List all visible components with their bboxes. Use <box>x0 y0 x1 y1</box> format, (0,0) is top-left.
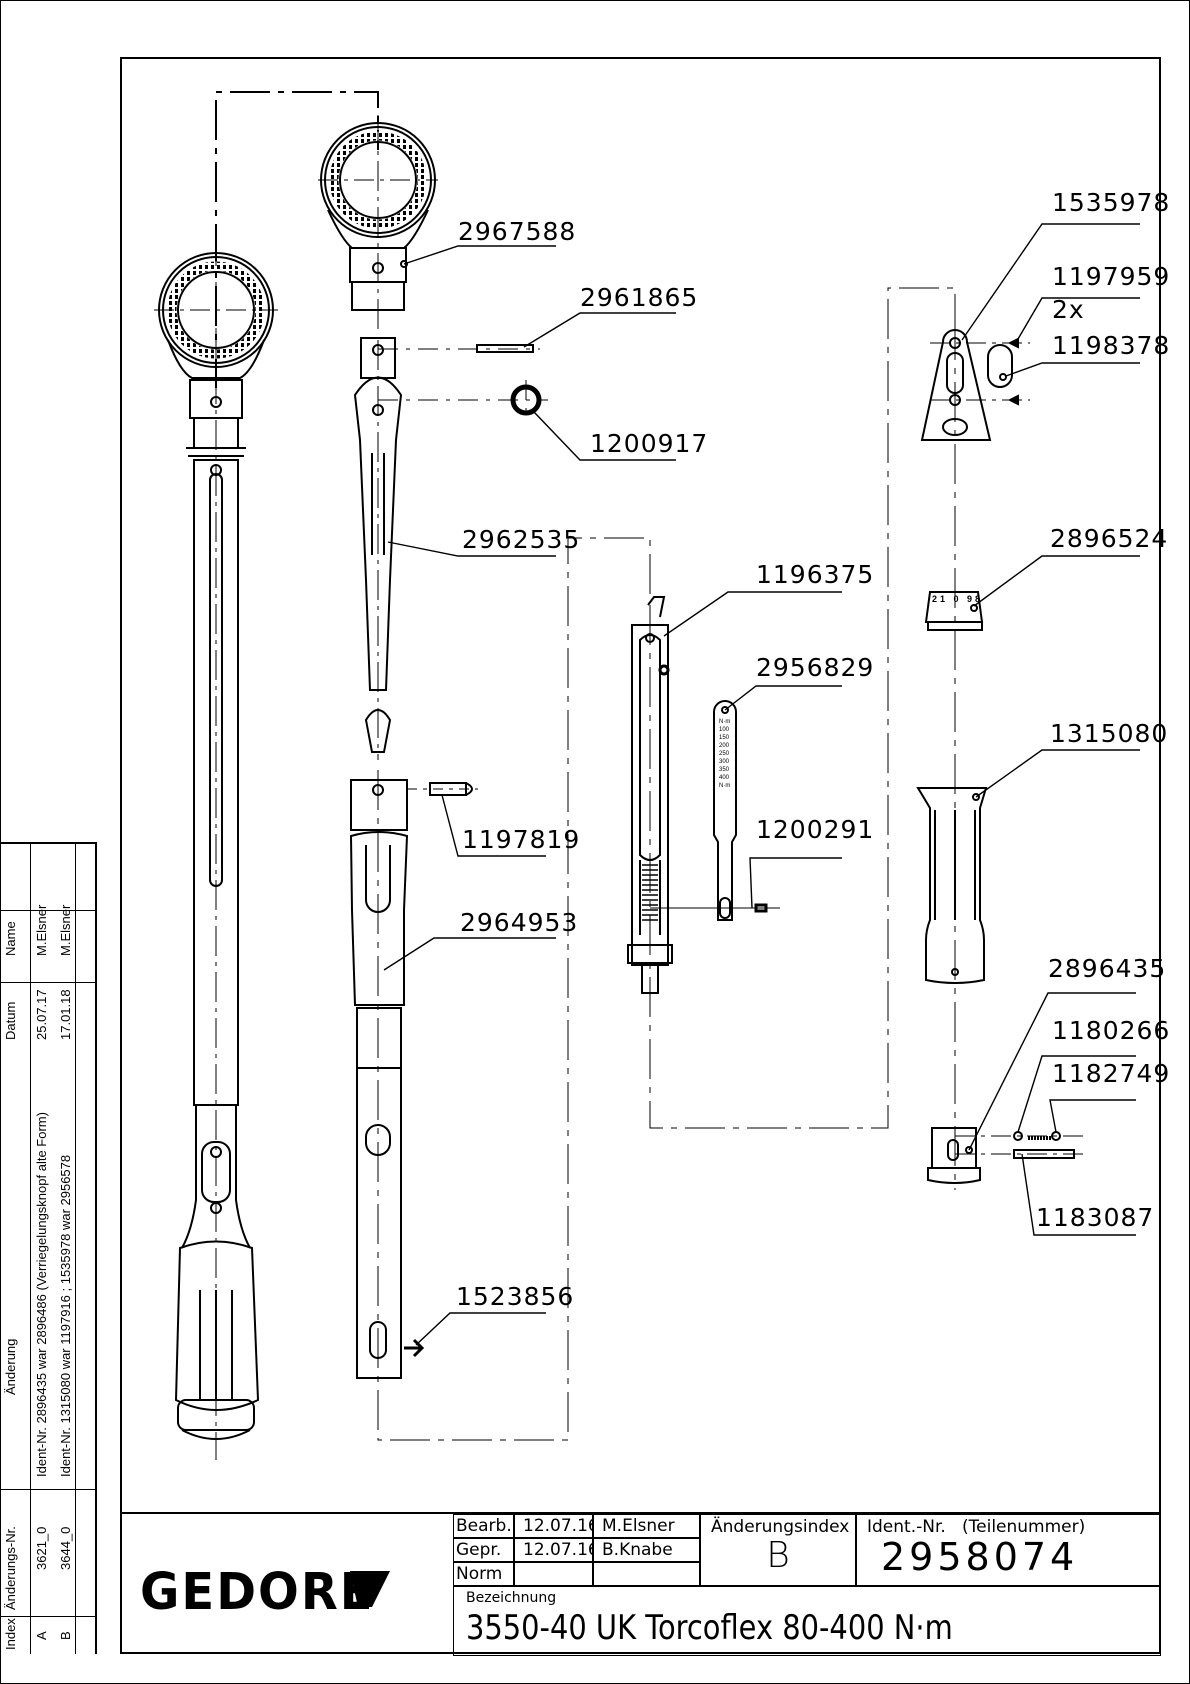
revision-divider <box>0 1489 95 1490</box>
change-index-value: B <box>766 1535 790 1576</box>
part-label-1197819: 1197819 <box>462 825 581 854</box>
norm-date <box>514 1562 593 1586</box>
revision-header-change-no: Änderungs-Nr. <box>3 1526 18 1610</box>
revision-col-1 <box>0 844 31 1654</box>
part-label-2961865: 2961865 <box>580 283 699 312</box>
part-label-1535978: 1535978 <box>1052 188 1171 217</box>
norm-name <box>593 1562 700 1586</box>
part-label-1315080: 1315080 <box>1050 719 1169 748</box>
revision-b-change: Ident-Nr. 1315080 war 1197916 ; 1535978 … <box>58 1154 73 1477</box>
lock-knob-part <box>927 1127 1085 1184</box>
norm-label: Norm <box>453 1562 514 1586</box>
gedore-logo: GEDORE <box>140 1562 375 1622</box>
part-label-1200291: 1200291 <box>756 815 875 844</box>
mechanism-part <box>627 287 956 1129</box>
adjust-ring-part <box>924 591 984 631</box>
gepr-date: 12.07.16 <box>514 1538 593 1562</box>
revision-col-3 <box>75 844 96 1654</box>
revision-b-change-no: 3644_0 <box>58 1526 73 1570</box>
revision-b-date: 17.01.18 <box>58 989 73 1040</box>
ratchet-head-part <box>318 115 438 330</box>
revision-a-change: Ident-Nr. 2896435 war 2896486 (Verriegel… <box>34 1112 49 1477</box>
bearb-label: Bearb. <box>453 1514 514 1538</box>
ident-value: 2958074 <box>881 1535 1079 1579</box>
leader-lines <box>383 223 1140 1346</box>
scale-mark: 200 <box>719 743 730 749</box>
revision-divider <box>0 1616 95 1617</box>
revision-a-name: M.Elsner <box>34 904 49 956</box>
revision-header-index: Index <box>3 1618 18 1650</box>
part-label-1182749: 1182749 <box>1052 1059 1171 1088</box>
assembled-wrench <box>154 236 278 1460</box>
revision-divider <box>0 910 95 911</box>
scale-mark: 300 <box>719 759 730 765</box>
designation-cell: Bezeichnung 3550-40 UK Torcoflex 80-400 … <box>453 1586 1161 1656</box>
part-label-2967588: 2967588 <box>458 217 577 246</box>
part-label-1198378: 1198378 <box>1052 331 1171 360</box>
scale-unit: N·m <box>719 719 731 725</box>
scale-mark: 150 <box>719 735 730 741</box>
part-label-2962535: 2962535 <box>462 525 581 554</box>
handle-part <box>916 787 988 984</box>
part-label-1196375: 1196375 <box>756 560 875 589</box>
revision-b-name: M.Elsner <box>58 904 73 956</box>
scale-mark: 400 <box>719 775 730 781</box>
scale-mark: 100 <box>719 727 730 733</box>
part-label-1180266: 1180266 <box>1052 1016 1171 1045</box>
part-label-1197959: 1197959 <box>1052 262 1171 291</box>
ident-cell: Ident.-Nr. (Teilenummer) 2958074 <box>856 1514 1161 1586</box>
revision-header-change: Änderung <box>3 1338 18 1395</box>
scale-mark: 250 <box>719 751 730 757</box>
scale-unit: N·m <box>719 783 731 789</box>
revision-b-index: B <box>58 1631 73 1640</box>
revision-header-name: Name <box>3 921 18 956</box>
part-label-1523856: 1523856 <box>456 1282 575 1311</box>
part-label-2964953: 2964953 <box>460 908 579 937</box>
change-index-cell: Änderungsindex B <box>700 1514 856 1586</box>
part-label-2896435: 2896435 <box>1048 954 1167 983</box>
gedore-logo-mark-icon <box>350 1571 390 1607</box>
bearb-name: M.Elsner <box>593 1514 700 1538</box>
designation-label: Bezeichnung <box>466 1590 557 1606</box>
gepr-label: Gepr. <box>453 1538 514 1562</box>
revision-col-2 <box>30 844 76 1654</box>
revision-a-index: A <box>34 1631 49 1640</box>
title-block: GEDORE Bearb. 12.07.16 M.Elsner Gepr. 12… <box>120 1512 1161 1656</box>
revision-table <box>0 842 97 1654</box>
scale-mark: 350 <box>719 767 730 773</box>
part-label-2956829: 2956829 <box>756 653 875 682</box>
part-label-2896524: 2896524 <box>1050 524 1169 553</box>
drawing-frame <box>120 57 1161 1654</box>
scale-marks: N·m 100 150 200 250 300 350 400 N·m <box>719 718 730 790</box>
designation-value: 3550-40 UK Torcoflex 80-400 N·m <box>466 1608 953 1648</box>
quantity-label-2x: 2x <box>1052 295 1085 324</box>
adjust-ring-digits: 21 0 98 <box>932 594 984 604</box>
scale-part <box>650 700 780 921</box>
locking-unit-part <box>920 320 1030 1190</box>
revision-a-date: 25.07.17 <box>34 989 49 1040</box>
part-label-1200917: 1200917 <box>590 429 709 458</box>
ident-label: Ident.-Nr. (Teilenummer) <box>867 1517 1086 1537</box>
head-adapter-part <box>353 337 403 760</box>
tube-part <box>349 537 651 1441</box>
change-index-label: Änderungsindex <box>711 1517 850 1537</box>
revision-divider <box>0 982 95 983</box>
revision-header-date: Datum <box>3 1001 18 1040</box>
gepr-name: B.Knabe <box>593 1538 700 1562</box>
part-label-1183087: 1183087 <box>1036 1203 1155 1232</box>
bearb-date: 12.07.16 <box>514 1514 593 1538</box>
revision-a-change-no: 3621_0 <box>34 1526 49 1570</box>
